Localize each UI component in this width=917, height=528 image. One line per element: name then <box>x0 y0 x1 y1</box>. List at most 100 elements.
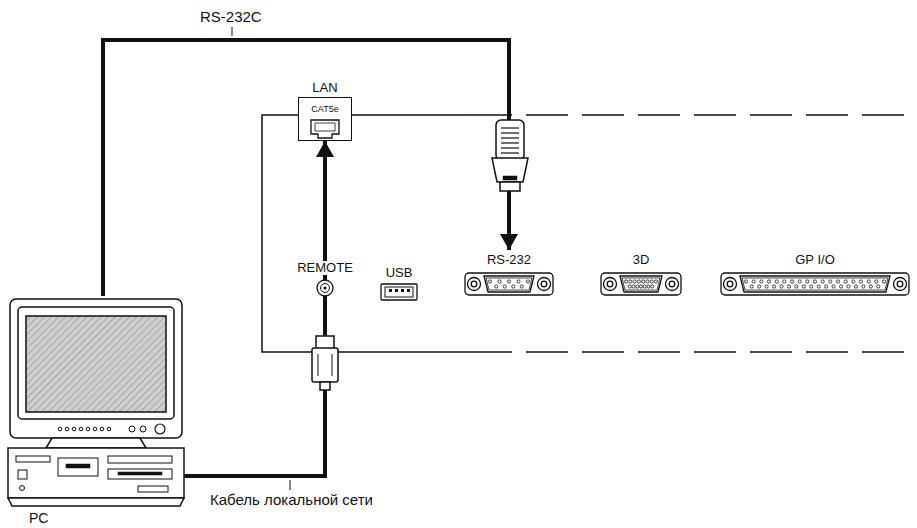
drawing-stroke <box>18 307 174 419</box>
drawing-stroke <box>636 285 639 288</box>
drawing-stroke <box>882 280 885 283</box>
drawing-stroke <box>129 426 135 432</box>
drawing-stroke <box>750 285 753 288</box>
drawing-stroke <box>607 281 613 287</box>
drawing-stroke <box>877 285 880 288</box>
drawing-stroke <box>894 278 907 291</box>
drawing-stroke <box>140 426 146 432</box>
drawing-stroke <box>817 285 820 288</box>
drawing-stroke <box>825 285 828 288</box>
3d-port: 3D <box>598 250 684 298</box>
drawing-stroke <box>651 285 654 288</box>
drawing-stroke <box>501 137 519 138</box>
drawing-stroke <box>836 280 839 283</box>
drawing-stroke <box>624 280 627 283</box>
port-label: REMOTE <box>296 261 354 275</box>
drawing-stroke <box>724 278 737 291</box>
drawing-stroke <box>20 486 25 491</box>
drawing-stroke <box>666 278 679 291</box>
drawing-stroke <box>790 280 793 283</box>
drawing-stroke <box>744 280 747 283</box>
drawing-stroke <box>484 276 534 292</box>
drawing-stroke <box>501 152 519 153</box>
drawing-stroke <box>795 285 798 288</box>
drawing-stroke <box>642 280 645 283</box>
drawing-stroke <box>810 285 813 288</box>
drawing-stroke <box>501 127 519 128</box>
drawing-stroke <box>727 281 733 287</box>
drawing-stroke <box>639 285 642 288</box>
port-label: GP I/O <box>794 253 836 267</box>
drawing-stroke <box>538 278 551 291</box>
drawing-stroke <box>8 448 184 498</box>
drawing-stroke <box>16 456 50 462</box>
drawing-stroke <box>783 280 786 283</box>
drawing-stroke <box>93 427 97 431</box>
drawing-stroke <box>381 284 417 300</box>
drawing-stroke <box>806 280 809 283</box>
drawing-stroke <box>108 469 172 479</box>
cable-label: Кабель локальной сети <box>208 491 375 508</box>
drawing-stroke <box>669 281 675 287</box>
cable-label: RS-232C <box>198 8 264 25</box>
lan-jack: CAT5e <box>298 97 352 141</box>
drawing-stroke <box>821 280 824 283</box>
drawing-stroke <box>740 276 890 292</box>
drawing-stroke <box>526 280 529 283</box>
drawing-stroke <box>622 278 660 290</box>
drawing-stroke <box>859 280 862 283</box>
drawing-stroke <box>601 273 681 295</box>
drawing-stroke <box>620 276 662 292</box>
lan-plug <box>312 336 338 390</box>
port-label: CAT5e <box>310 104 339 114</box>
drawing-stroke <box>58 427 111 431</box>
cable-connector <box>103 40 509 296</box>
drawing-stroke <box>501 132 519 133</box>
leader-line <box>232 27 233 36</box>
drawing-stroke <box>512 285 515 288</box>
drawing-stroke <box>498 280 501 283</box>
drawing-stroke <box>839 285 842 288</box>
drawing-stroke <box>832 285 835 288</box>
drawing-stroke <box>775 280 778 283</box>
drawing-stroke <box>650 280 653 283</box>
drawing-stroke <box>604 278 617 291</box>
drawing-stroke <box>813 280 816 283</box>
drawing-stroke <box>721 273 909 295</box>
drawing-stroke <box>517 280 520 283</box>
drawing-stroke <box>315 123 335 131</box>
drawing-stroke <box>867 280 870 283</box>
drawing-stroke <box>58 458 98 476</box>
drawing-stroke <box>752 280 755 283</box>
drawing-stroke <box>798 280 801 283</box>
drawing-stroke <box>138 486 168 492</box>
drawing-stroke <box>503 176 517 180</box>
drawing-stroke <box>772 285 775 288</box>
drawing-stroke <box>802 285 805 288</box>
drawing-stroke <box>758 285 761 288</box>
drawing-stroke <box>541 281 547 287</box>
drawing-stroke <box>332 354 333 376</box>
cable-connector <box>184 141 325 476</box>
drawing-stroke <box>760 280 763 283</box>
drawing-stroke <box>646 280 649 283</box>
drawing-stroke <box>100 427 104 431</box>
drawing-stroke <box>321 284 330 293</box>
drawing-stroke <box>465 273 553 295</box>
remote-jack: REMOTE <box>292 258 358 298</box>
drawing-stroke <box>8 498 184 506</box>
drawing-stroke <box>897 281 903 287</box>
drawing-stroke <box>503 285 506 288</box>
port-label: USB <box>385 266 414 280</box>
drawing-stroke <box>520 285 523 288</box>
drawing-stroke <box>787 285 790 288</box>
drawing-stroke <box>311 120 339 138</box>
leader-line <box>290 480 291 490</box>
drawing-stroke <box>471 281 477 287</box>
drawing-stroke <box>401 289 404 292</box>
drawing-stroke <box>765 285 768 288</box>
drawing-stroke <box>317 280 333 296</box>
drawing-stroke <box>628 285 631 288</box>
